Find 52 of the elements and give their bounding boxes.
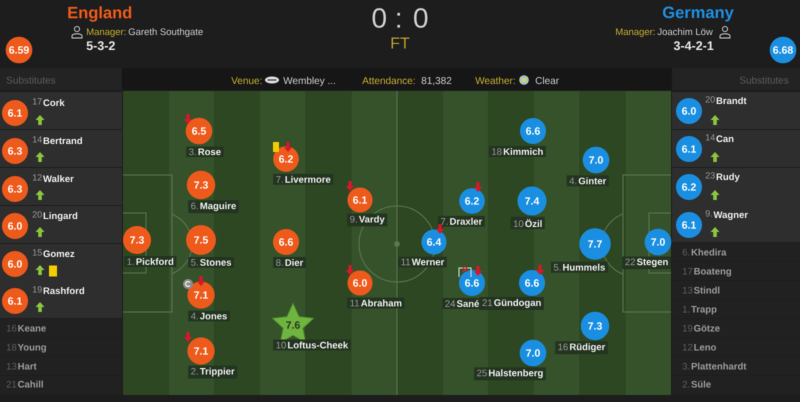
formation: 5-3-2: [86, 41, 115, 50]
player-name: Boateng: [694, 268, 732, 276]
player-name: 23 Rudy: [706, 172, 740, 182]
formation: 3-4-2-1: [674, 41, 714, 50]
player-name: Hart: [18, 362, 37, 370]
player-name: 19 Rashford: [32, 286, 84, 294]
player-name: Cahill: [18, 380, 43, 388]
attendance-label: Attendance:: [362, 76, 415, 84]
panel-heading: Substitutes: [740, 76, 788, 84]
manager-label: Manager:: [616, 28, 655, 37]
player-name: Süle: [691, 380, 711, 388]
weather-value: Clear: [536, 76, 559, 84]
team-name: England: [68, 6, 132, 22]
shirt-number: 2.: [682, 380, 690, 388]
manager-name: Gareth Southgate: [128, 28, 203, 37]
player-name: Khedira: [692, 248, 726, 256]
player-name: 20 Brandt: [706, 96, 746, 104]
player-name: 17 Cork: [32, 98, 65, 106]
manager-name: Joachim Löw: [658, 28, 713, 36]
shirt-number: 13: [6, 362, 16, 370]
player-name: Trapp: [691, 306, 716, 314]
shirt-number: 6.: [682, 248, 690, 256]
score: 0 : 0: [372, 8, 428, 28]
shirt-number: 3.: [682, 362, 690, 370]
shirt-number: 13: [682, 286, 692, 294]
venue-name: Wembley ...: [283, 76, 335, 86]
player-name: 14 Bertrand: [32, 136, 82, 144]
match-status: FT: [392, 38, 410, 48]
shirt-number: 18: [6, 344, 16, 351]
player-name: 14Can: [706, 134, 734, 142]
player-name: Leno: [694, 344, 716, 351]
shirt-number: 1.: [682, 306, 690, 312]
venue-label: Venue:: [231, 77, 262, 84]
weather-label: Weather:: [475, 76, 515, 84]
player-name: Stindl: [694, 286, 720, 294]
shirt-number: 17: [682, 268, 692, 274]
manager-label: Manager:: [86, 28, 126, 37]
player-name: Götze: [694, 324, 720, 332]
player-name: 20 Lingard: [32, 211, 78, 221]
panel-heading: Substitutes: [6, 76, 56, 84]
shirt-number: 19: [682, 324, 692, 332]
player-name: 15 Gomez: [32, 249, 74, 258]
shirt-number: 16: [6, 324, 16, 332]
player-name: Plattenhardt: [692, 362, 746, 370]
team-name: Germany: [662, 6, 734, 22]
player-name: 9. Wagner: [706, 210, 748, 220]
shirt-number: 21: [6, 380, 16, 388]
shirt-number: 12: [682, 344, 692, 350]
player-name: 12Walker: [32, 174, 74, 182]
attendance-value: 81,382: [422, 77, 452, 86]
player-name: Keane: [18, 324, 46, 332]
player-name: Young: [18, 344, 46, 352]
